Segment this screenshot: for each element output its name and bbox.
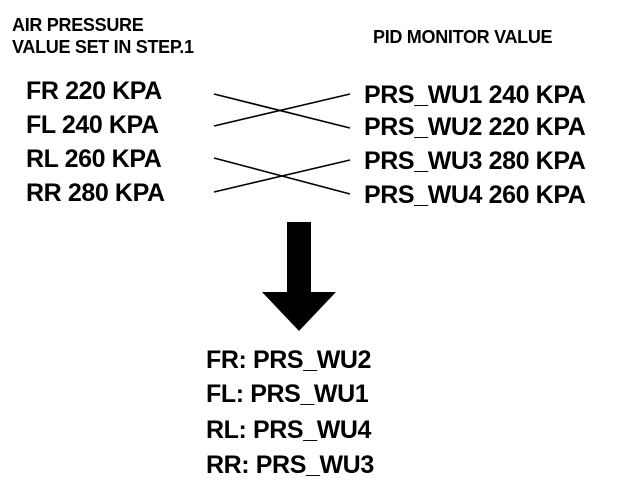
result-rl: RL: PRS_WU4 bbox=[206, 416, 372, 444]
set-pressure-fl: FL 240 KPA bbox=[26, 111, 159, 139]
result-rr: RR: PRS_WU3 bbox=[206, 451, 374, 479]
set-pressure-rl: RL 260 KPA bbox=[26, 145, 162, 173]
connector-fr-wu2 bbox=[213, 93, 351, 129]
pid-value-wu2: PRS_WU2 220 KPA bbox=[364, 113, 586, 141]
connector-fl-wu1 bbox=[213, 93, 351, 127]
pid-monitor-header: PID MONITOR VALUE bbox=[373, 27, 553, 47]
set-pressure-header: AIR PRESSURE VALUE SET IN STEP.1 bbox=[12, 14, 194, 58]
connector-rr-wu3 bbox=[213, 159, 351, 193]
pid-value-wu3: PRS_WU3 280 KPA bbox=[364, 147, 586, 175]
set-pressure-header-line1: AIR PRESSURE bbox=[12, 15, 144, 35]
set-pressure-header-line2: VALUE SET IN STEP.1 bbox=[12, 37, 194, 57]
result-fl: FL: PRS_WU1 bbox=[206, 380, 369, 408]
pid-value-wu4: PRS_WU4 260 KPA bbox=[364, 181, 586, 209]
pid-value-wu1: PRS_WU1 240 KPA bbox=[364, 81, 586, 109]
down-arrow-icon bbox=[262, 222, 336, 331]
result-fr: FR: PRS_WU2 bbox=[206, 346, 372, 374]
set-pressure-rr: RR 280 KPA bbox=[26, 179, 165, 207]
set-pressure-fr: FR 220 KPA bbox=[26, 77, 162, 105]
